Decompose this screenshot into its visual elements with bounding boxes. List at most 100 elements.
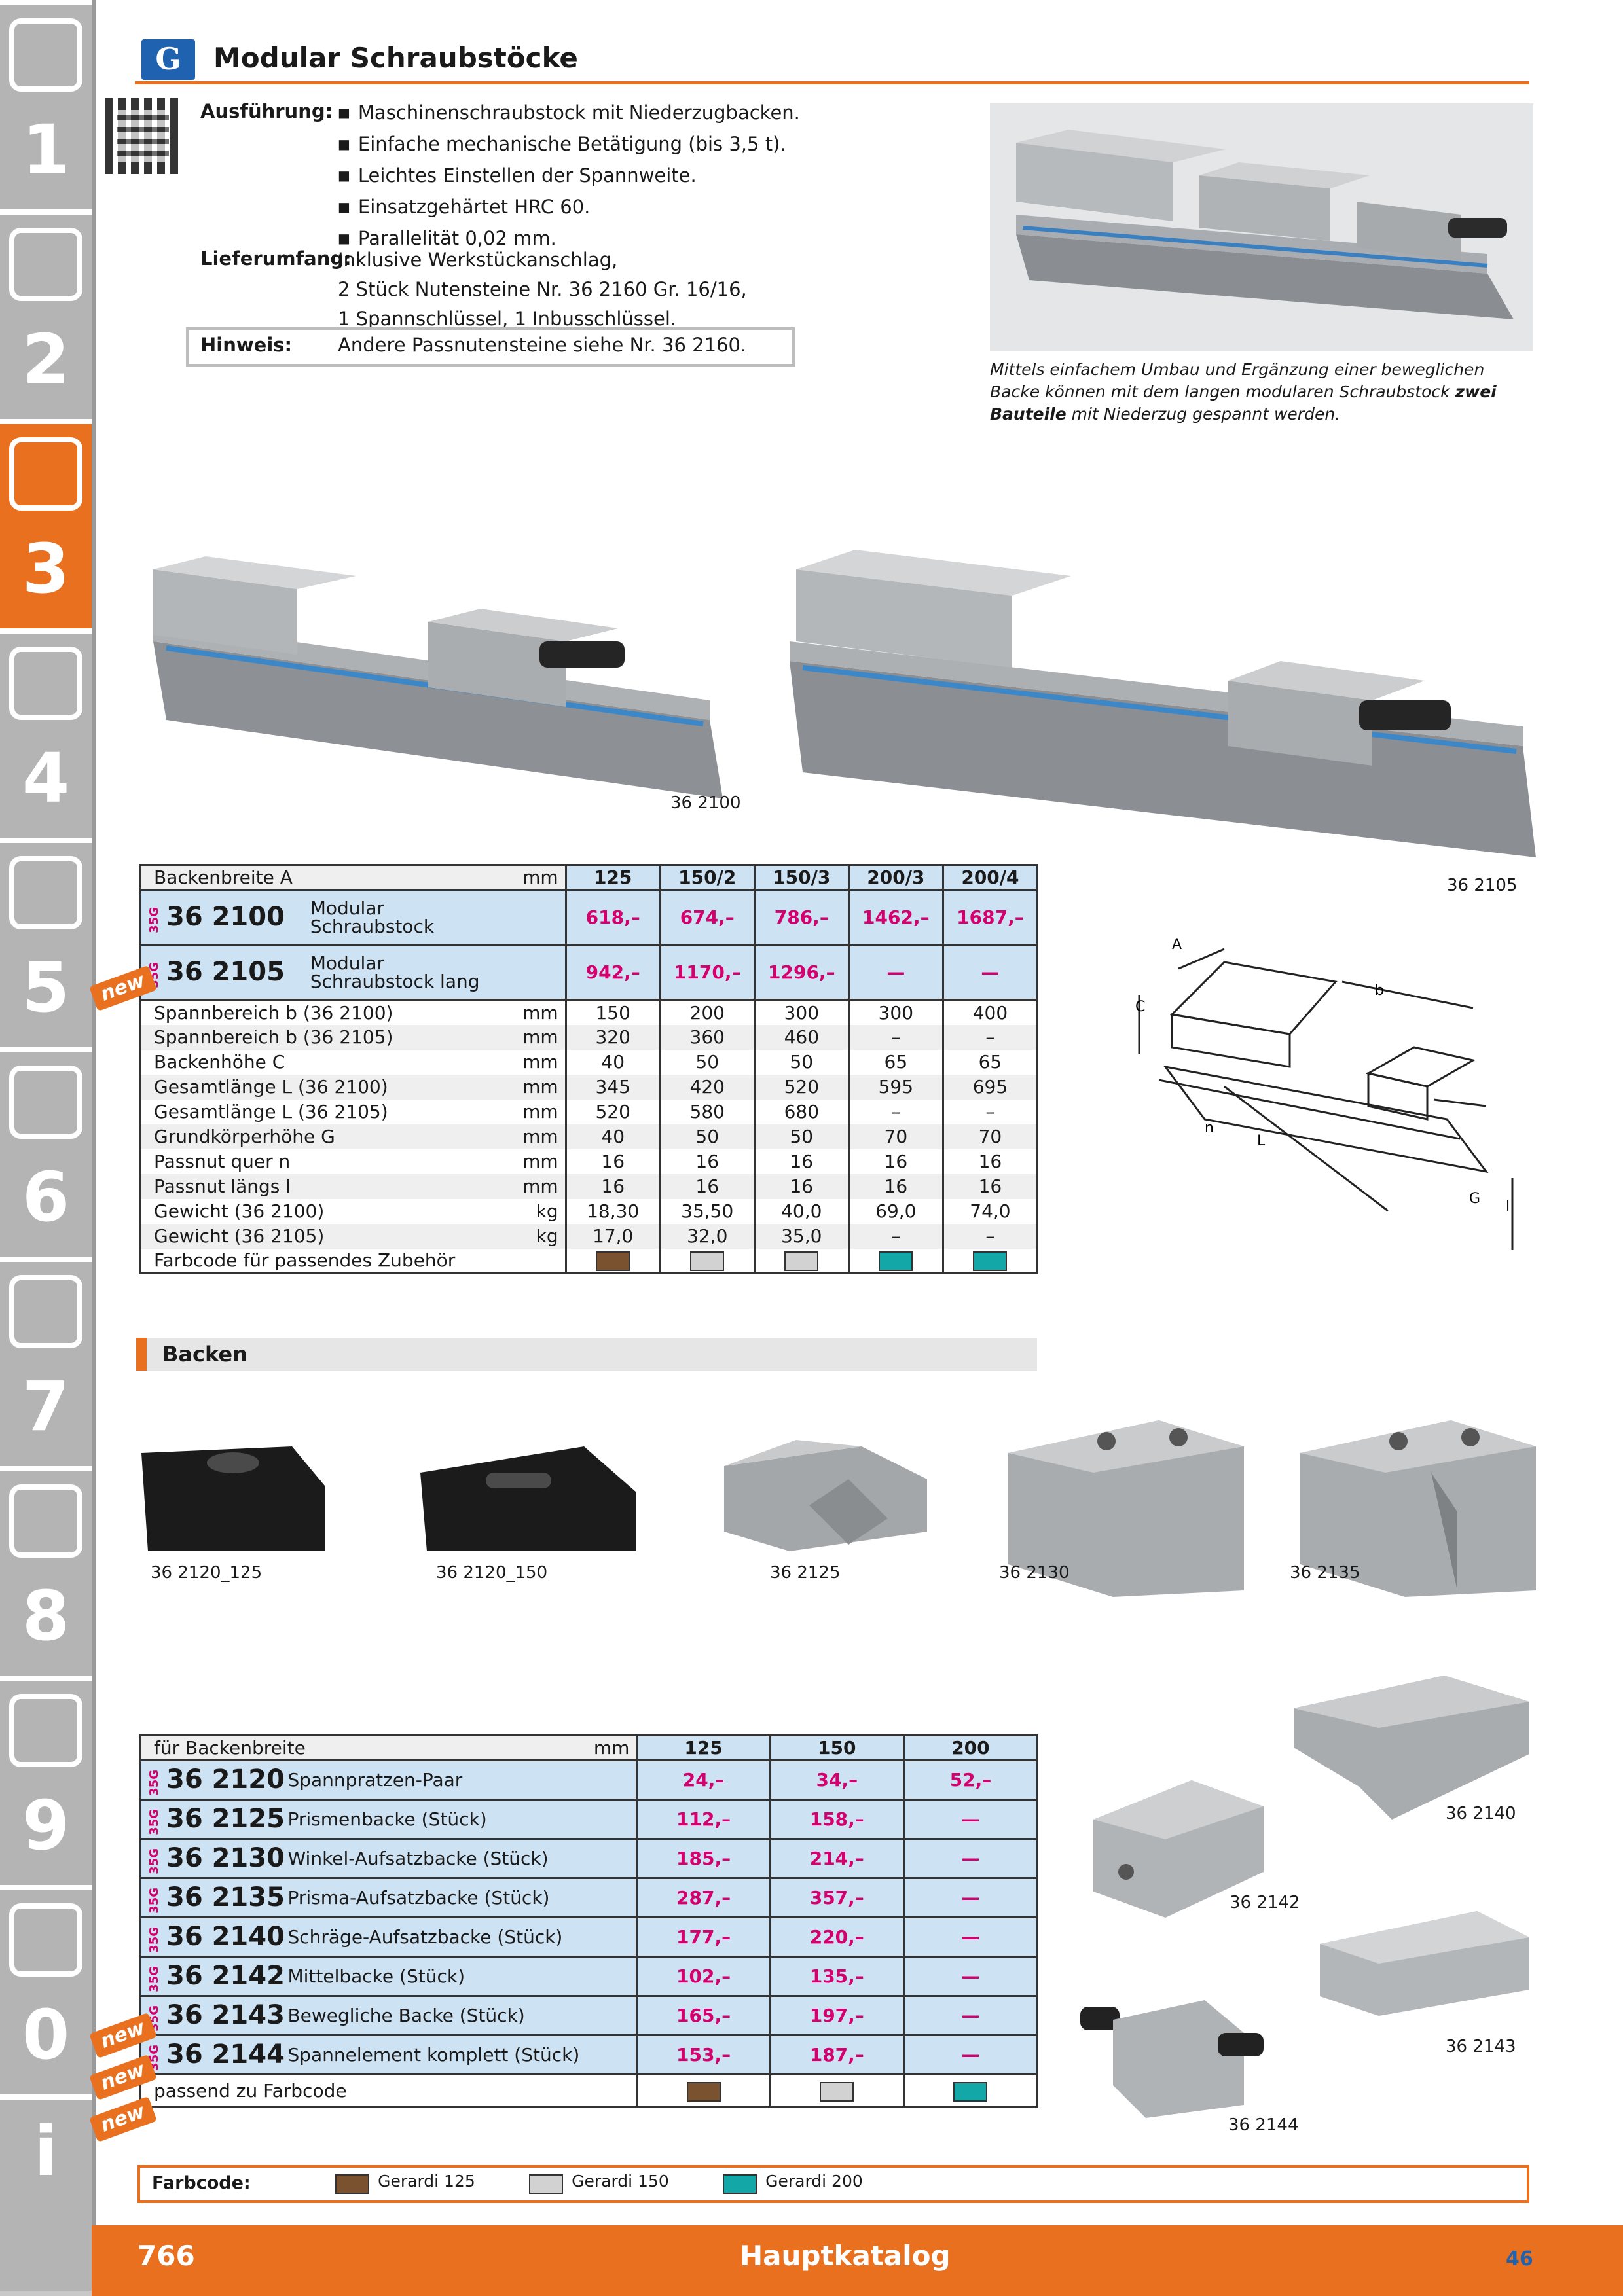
photo-label: 36 2125 [770,1563,841,1583]
chapter-tab-8[interactable]: 8 [0,1466,92,1676]
price-cell: — [902,1917,1038,1957]
row-label: Backenhöhe C [154,1051,285,1073]
price-cell: 135,– [769,1956,904,1996]
jaw-362144-photo [1080,2000,1264,2118]
jaw-362142-photo [1093,1780,1264,1918]
value-cell: 18,30 [564,1198,661,1224]
price-cell: 187,– [769,2035,904,2075]
chapter-tab-4[interactable]: 4 [0,628,92,838]
ausfuehrung-label: Ausführung: [200,100,333,122]
qr-code[interactable] [105,98,181,174]
gerardi-logo: G [141,39,195,80]
price-cell: 1687,– [941,889,1038,945]
price-cell: 942,– [564,944,661,1000]
hinweis-label: Hinweis: [200,334,293,356]
column-header: 200/3 [847,865,943,890]
value-cell: 520 [753,1074,849,1100]
product-code-cell: 35G 36 2130 [139,1839,287,1878]
jaw-362125-photo [724,1440,927,1551]
catalog-tag: 35G [147,1887,161,1914]
value-cell: 460 [753,1024,849,1050]
chapter-tab-2[interactable]: 2 [0,209,92,419]
price-cell: 214,– [769,1839,904,1878]
product-code: 36 2143 [166,2000,285,2030]
vise-362100-photo [153,556,723,798]
value-cell: 16 [564,1174,661,1199]
value-cell: 16 [941,1174,1038,1199]
photo-label: 36 2135 [1290,1563,1360,1583]
photo-label: 36 2120_125 [151,1563,263,1583]
chapter-tab-3[interactable]: 3 [0,419,92,628]
chapter-tab-i[interactable]: i [0,2094,92,2291]
price-cell: 287,– [636,1878,771,1918]
page-number: 766 [137,2240,195,2272]
value-cell: 17,0 [564,1223,661,1249]
chapter-tab-7[interactable]: 7 [0,1257,92,1466]
value-cell: 345 [564,1074,661,1100]
catalog-tag: 35G [147,1848,161,1874]
chapter-number: 7 [22,1367,70,1446]
column-header: 200/4 [941,865,1038,890]
price-cell: — [902,1799,1038,1839]
value-cell: 150 [564,999,661,1025]
chapter-icon [9,1066,82,1139]
swatch-cell [847,1248,943,1274]
product-name: Prismenbacke (Stück) [286,1799,637,1839]
column-header: 150/3 [753,865,849,890]
value-cell: 32,0 [659,1223,755,1249]
page-footer [92,2225,1623,2296]
chapter-icon [9,1484,82,1558]
row-unit: kg [536,1200,558,1222]
chapter-tab-5[interactable]: 5 [0,838,92,1047]
chapter-icon [9,647,82,720]
value-cell: 16 [847,1174,943,1199]
vise-362105-photo [790,550,1536,857]
row-unit: mm [522,1076,558,1098]
svg-text:l: l [1506,1198,1510,1215]
value-cell: 400 [941,999,1038,1025]
price-cell: 1462,– [847,889,943,945]
legend-item: Gerardi 125 [335,2172,475,2194]
chapter-number: 1 [22,110,70,190]
value-cell: 420 [659,1074,755,1100]
title-rule [135,81,1529,84]
value-cell: 50 [753,1124,849,1149]
farbcode-row: passend zu Farbcode [139,2074,1038,2108]
chapter-tab-9[interactable]: 9 [0,1676,92,1885]
price-cell: 786,– [753,889,849,945]
chapter-tab-0[interactable]: 0 [0,1885,92,2094]
product-code: 36 2130 [166,1842,285,1873]
value-cell: 300 [847,999,943,1025]
row-label: Passnut längs l [154,1175,291,1197]
color-swatch [596,1251,630,1272]
svg-text:G: G [1469,1191,1480,1207]
swatch-cell [564,1248,661,1274]
catalog-tag: 35G [147,1965,161,1992]
swatch-cell [941,1248,1038,1274]
chapter-tab-6[interactable]: 6 [0,1047,92,1257]
product-code: 36 2100 [166,901,285,932]
chapter-tab-1[interactable]: 1 [0,0,92,209]
value-cell: 50 [659,1049,755,1075]
color-swatch [690,1251,725,1272]
feature-item: Einsatzgehärtet HRC 60. [338,192,800,224]
product-name: Bewegliche Backe (Stück) [286,1996,637,2036]
row-unit: mm [522,1101,558,1122]
value-cell: 595 [847,1074,943,1100]
section-bar [136,1338,1037,1371]
